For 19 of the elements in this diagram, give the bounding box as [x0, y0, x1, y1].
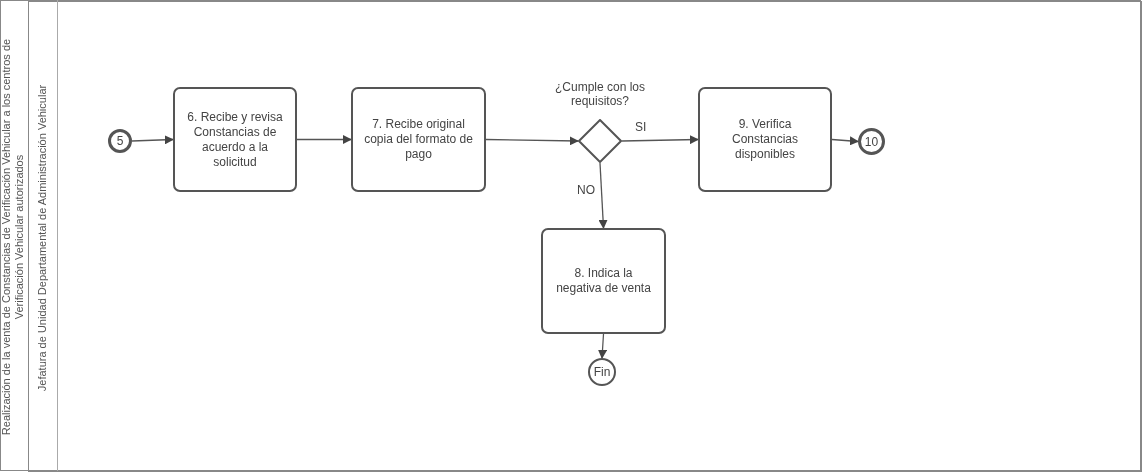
- arrow: [597, 333, 608, 359]
- arrow: [485, 136, 579, 146]
- arrow: [131, 135, 174, 145]
- process-box: 8. Indica la negativa de venta: [541, 228, 666, 334]
- process-box: 7. Recibe original copia del formato de pago: [351, 87, 486, 192]
- arrow: [598, 162, 608, 229]
- event-circle: Fin: [588, 358, 616, 386]
- process-box: 6. Recibe y revisa Constancias de acuerdo a la solicitud: [173, 87, 297, 192]
- lane-label: Jefatura de Unidad Departamental de Administración Vehicular: [36, 83, 49, 393]
- edge-label: SI: [634, 120, 648, 134]
- arrow: [831, 136, 859, 146]
- edge-label: NO: [576, 183, 596, 197]
- event-circle: 10: [858, 128, 885, 155]
- pool-label: Realización de la venta de Constancias de Verificación Vehicular a los centros de Verificación Vehicular autorizados: [0, 37, 26, 437]
- event-circle: 5: [108, 129, 132, 153]
- decision-question: ¿Cumple con los requisitos?: [553, 80, 646, 108]
- process-box: 9. Verifica Constancias disponibles: [698, 87, 832, 192]
- arrow: [621, 135, 699, 145]
- arrow: [296, 134, 352, 145]
